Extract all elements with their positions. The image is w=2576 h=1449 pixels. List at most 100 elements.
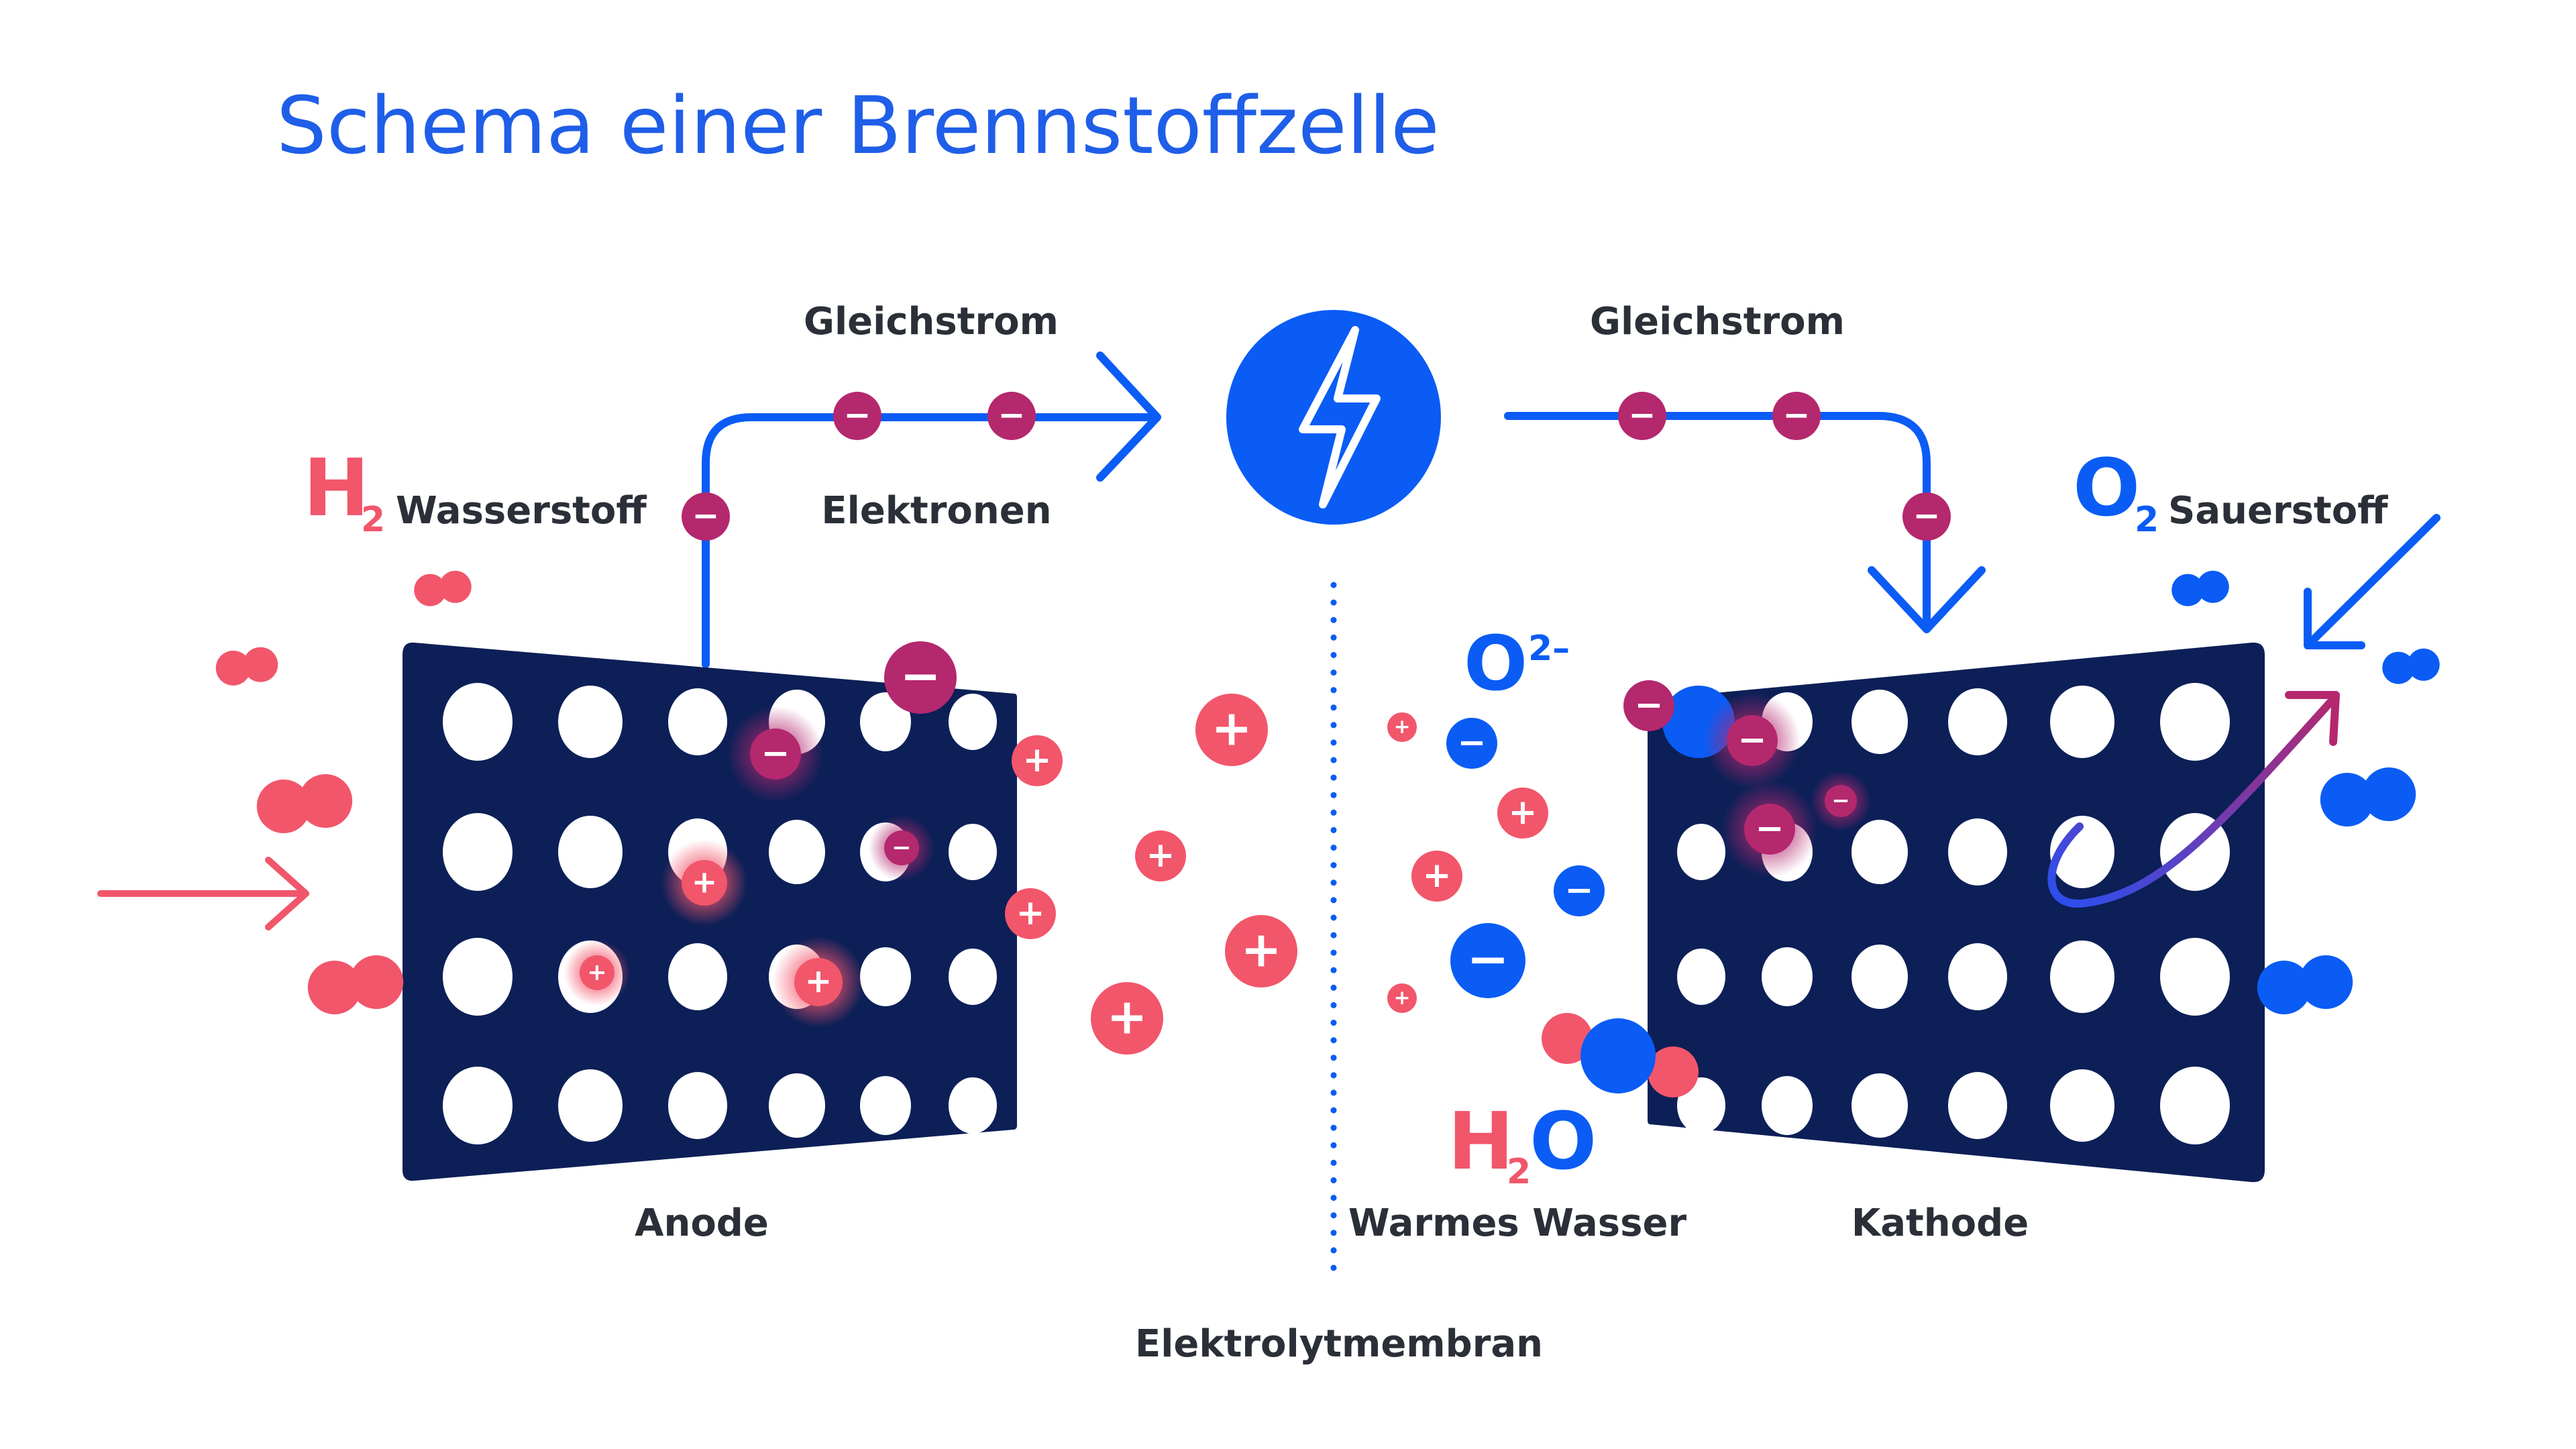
electrode-pore: [2160, 683, 2230, 761]
proton-particle: +: [564, 939, 631, 1006]
electrode-pore: [2050, 816, 2114, 888]
svg-text:+: +: [1394, 715, 1411, 739]
gas-molecule: [256, 774, 353, 833]
svg-text:+: +: [805, 963, 833, 1000]
electrode-pore: [1948, 688, 2007, 755]
electrode-pore: [668, 1072, 727, 1139]
electron-particle: −: [1623, 680, 1674, 731]
electrode-pore: [558, 686, 623, 758]
electrode-pore: [443, 683, 513, 761]
anode-label: Anode: [635, 1201, 769, 1245]
electron-particle: −: [884, 641, 957, 714]
svg-text:H: H: [1448, 1095, 1514, 1187]
electron-particle: −: [1902, 492, 1951, 541]
svg-text:−: −: [1913, 497, 1941, 535]
proton-particle: +: [772, 936, 865, 1028]
electrode-pore: [1677, 824, 1725, 880]
svg-text:O: O: [2073, 441, 2140, 534]
electron-particle: −: [868, 814, 935, 881]
svg-text:+: +: [1423, 855, 1452, 896]
proton-particle: +: [1411, 851, 1462, 902]
proton-particle: +: [1387, 712, 1417, 742]
svg-text:−: −: [900, 648, 941, 705]
electrode-pore: [1762, 1076, 1813, 1135]
electrode-pore: [2050, 686, 2114, 758]
arrow-right-icon: [265, 857, 309, 930]
electrode-pore: [1948, 818, 2007, 885]
electrode-pore: [558, 816, 623, 888]
svg-text:2–: 2–: [1528, 629, 1570, 669]
particles: −−−−−−−−−+++++++++++++−−−−−−−: [564, 392, 1951, 1055]
proton-particle: +: [1012, 735, 1063, 786]
electrode-pore: [2050, 941, 2114, 1013]
gas-molecule: [414, 570, 472, 606]
oxide-ion-label: O 2–: [1464, 621, 1570, 708]
electron-particle: −: [682, 492, 730, 541]
electrode-pore: [769, 1073, 825, 1138]
electron-particle: −: [1446, 718, 1497, 769]
electrode-pore: [949, 1077, 997, 1134]
electrode-pore: [860, 947, 911, 1006]
arrow-diagonal-icon: [2285, 691, 2340, 746]
electrons-label: Elektronen: [821, 489, 1051, 533]
svg-text:−: −: [1565, 870, 1594, 910]
svg-text:+: +: [1023, 740, 1052, 780]
oxygen-input-arrow: [2304, 514, 2440, 649]
arrow-right-icon: [1096, 352, 1161, 482]
dc-label-left: Gleichstrom: [804, 300, 1059, 343]
electron-particle: −: [727, 705, 824, 803]
svg-text:−: −: [1756, 808, 1784, 849]
electron-particle: −: [1772, 392, 1821, 440]
svg-text:−: −: [1738, 720, 1767, 760]
membrane-label: Elektrolytmembran: [1135, 1322, 1543, 1366]
proton-particle: +: [1195, 694, 1268, 766]
electrode-pore: [1851, 945, 1908, 1009]
circuit-wire-left: [702, 352, 1161, 668]
electrode-pore: [443, 938, 513, 1016]
proton-particle: +: [661, 839, 748, 926]
gas-molecule: [2171, 570, 2229, 606]
gas-molecule: [2320, 767, 2416, 826]
svg-text:+: +: [1106, 989, 1147, 1046]
hydrogen-label: H 2 Wasserstoff: [303, 441, 647, 540]
proton-particle: +: [1135, 830, 1186, 881]
svg-text:−: −: [998, 396, 1026, 434]
svg-text:2: 2: [2135, 500, 2159, 540]
electrode-pore: [1851, 690, 1908, 754]
electron-particle: −: [987, 392, 1036, 440]
gas-molecule: [2382, 648, 2440, 684]
electrode-pore: [860, 692, 911, 751]
circuit-wire-right: [1504, 412, 1986, 633]
water-label: H 2 O: [1448, 1095, 1597, 1192]
svg-text:−: −: [1458, 722, 1487, 763]
electron-particle: −: [1703, 692, 1801, 790]
svg-text:−: −: [844, 396, 871, 434]
warm-water-label: Warmes Wasser: [1348, 1201, 1687, 1245]
svg-text:−: −: [892, 834, 911, 861]
proton-particle: +: [1387, 983, 1417, 1013]
electrode-pore: [668, 943, 727, 1010]
molecules: [215, 570, 2440, 1097]
electrode-pore: [949, 824, 997, 880]
svg-text:+: +: [1211, 700, 1252, 757]
svg-text:+: +: [1394, 986, 1411, 1010]
hydrogen-input-arrow: [97, 857, 309, 930]
electron-particle: −: [1721, 780, 1819, 878]
electrode-pore: [558, 1069, 623, 1142]
svg-text:+: +: [1016, 893, 1045, 933]
dc-label-right: Gleichstrom: [1590, 300, 1845, 343]
cathode-label: Kathode: [1851, 1201, 2029, 1245]
proton-particle: +: [1225, 915, 1297, 987]
svg-text:O: O: [1529, 1095, 1597, 1187]
gas-molecule: [215, 647, 278, 686]
svg-text:+: +: [587, 959, 606, 986]
electrode-pore: [443, 813, 513, 891]
electron-particle: −: [833, 392, 881, 440]
svg-text:2: 2: [1507, 1152, 1531, 1192]
electrode-pore: [1948, 943, 2007, 1010]
electrode-pore: [443, 1067, 513, 1144]
electrode-pore: [949, 694, 997, 750]
svg-text:−: −: [1635, 685, 1664, 725]
lightning-bolt-icon: [1299, 326, 1381, 508]
electrode-pore: [1677, 949, 1725, 1005]
